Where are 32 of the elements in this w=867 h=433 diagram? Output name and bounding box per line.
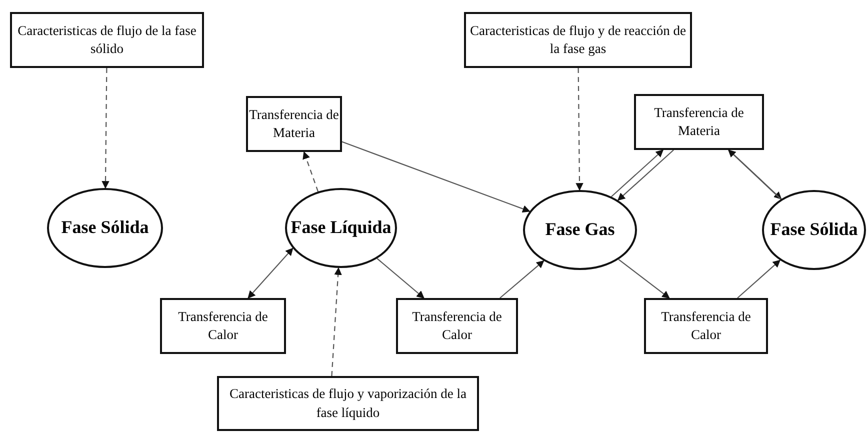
process-box: [160, 298, 286, 354]
box-text: Transferencia de Materia: [248, 106, 340, 142]
process-box: [634, 94, 764, 150]
arrow: [302, 151, 319, 192]
box-text: Transferencia de Calor: [411, 308, 503, 344]
phase-label: Fase Gas: [545, 218, 615, 242]
process-box: [246, 96, 342, 152]
arrow: [576, 68, 584, 191]
arrow: [617, 150, 674, 201]
box-text: Caracteristicas de flujo de la fase sólido: [16, 22, 198, 58]
note-box: [10, 12, 204, 68]
box-text: Transferencia de Materia: [653, 104, 745, 140]
process-box: [644, 298, 768, 354]
arrow: [342, 141, 530, 213]
phase-label: Fase Sólida: [61, 216, 149, 240]
box-text: Transferencia de Calor: [660, 308, 752, 344]
arrow: [376, 258, 424, 298]
note-box: [464, 12, 692, 68]
phase-label: Fase Sólida: [770, 218, 858, 242]
arrow: [618, 258, 670, 298]
phase-label: Fase Líquida: [290, 216, 392, 240]
process-box: [396, 298, 518, 354]
note-box: [217, 376, 479, 431]
box-text: Caracteristicas de flujo y de reacción de la fase gas: [469, 22, 687, 58]
arrow: [737, 260, 781, 298]
arrow: [248, 248, 294, 299]
box-text: Transferencia de Calor: [177, 308, 269, 344]
arrow: [102, 68, 110, 189]
arrow: [611, 149, 664, 198]
arrow: [500, 260, 544, 298]
box-text: Caracteristicas de flujo y vaporización de la fase líquido: [228, 385, 468, 422]
arrow: [331, 267, 342, 376]
